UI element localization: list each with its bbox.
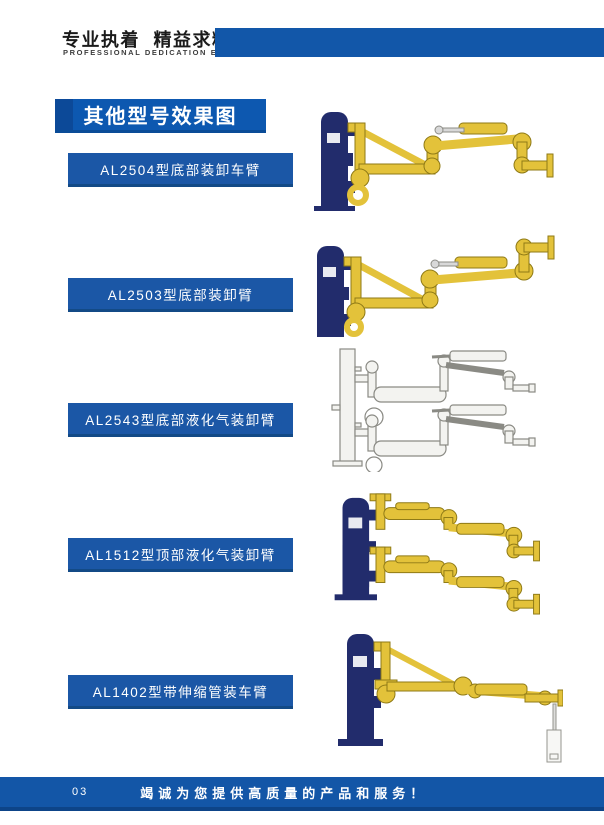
company-slogan-cn: 专业执着 精益求精: [62, 30, 232, 50]
lower-arm: [369, 546, 540, 615]
product-label-al2503: AL2503型底部装卸臂: [68, 278, 293, 312]
title-accent-block: [55, 99, 73, 130]
footer-message: 竭诚为您提供高质量的产品和服务！: [140, 785, 429, 801]
upper-arm: [354, 350, 536, 427]
post-label-plate: [353, 656, 367, 667]
al2503-loading-arm-illustration: [317, 235, 555, 337]
cylinder-rod: [430, 259, 459, 269]
arm-assembly: [373, 641, 563, 707]
product-label-al2543: AL2543型底部液化气装卸臂: [68, 403, 293, 437]
header-blue-bar: [215, 28, 604, 57]
product-label-text: AL2504型底部装卸车臂: [100, 162, 261, 178]
cylinder-rod: [434, 125, 465, 135]
section-title-box: 其他型号效果图: [55, 99, 266, 133]
telescopic-tube: [546, 703, 562, 763]
post-label-plate: [323, 267, 336, 277]
al1402-loading-arm-illustration: [338, 634, 563, 763]
al2543-loading-arm-illustration: [331, 348, 536, 472]
post-label-plate: [327, 133, 340, 143]
arm-assembly: [347, 122, 554, 206]
lower-arm: [354, 404, 536, 472]
product-label-text: AL1512型顶部液化气装卸臂: [85, 547, 276, 563]
page-number: 03: [72, 786, 89, 798]
product-label-text: AL2503型底部装卸臂: [107, 287, 254, 303]
post: [331, 348, 363, 467]
section-title-text: 其他型号效果图: [83, 106, 238, 128]
post-label-plate: [348, 517, 363, 529]
product-label-al1512: AL1512型顶部液化气装卸臂: [68, 538, 293, 572]
al2504-loading-arm-illustration: [314, 112, 554, 211]
product-label-al1402: AL1402型带伸缩管装车臂: [68, 675, 293, 709]
footer-bar: 03 竭诚为您提供高质量的产品和服务！: [0, 777, 604, 811]
upper-arm: [369, 493, 540, 562]
product-label-text: AL2543型底部液化气装卸臂: [85, 412, 276, 428]
product-label-al2504: AL2504型底部装卸车臂: [68, 153, 293, 187]
company-slogan-en: PROFESSIONAL DEDICATION EXCELLENCE: [63, 48, 278, 57]
al1512-loading-arm-illustration: [334, 493, 540, 615]
arm-assembly: [343, 235, 555, 337]
product-label-text: AL1402型带伸缩管装车臂: [92, 684, 269, 700]
